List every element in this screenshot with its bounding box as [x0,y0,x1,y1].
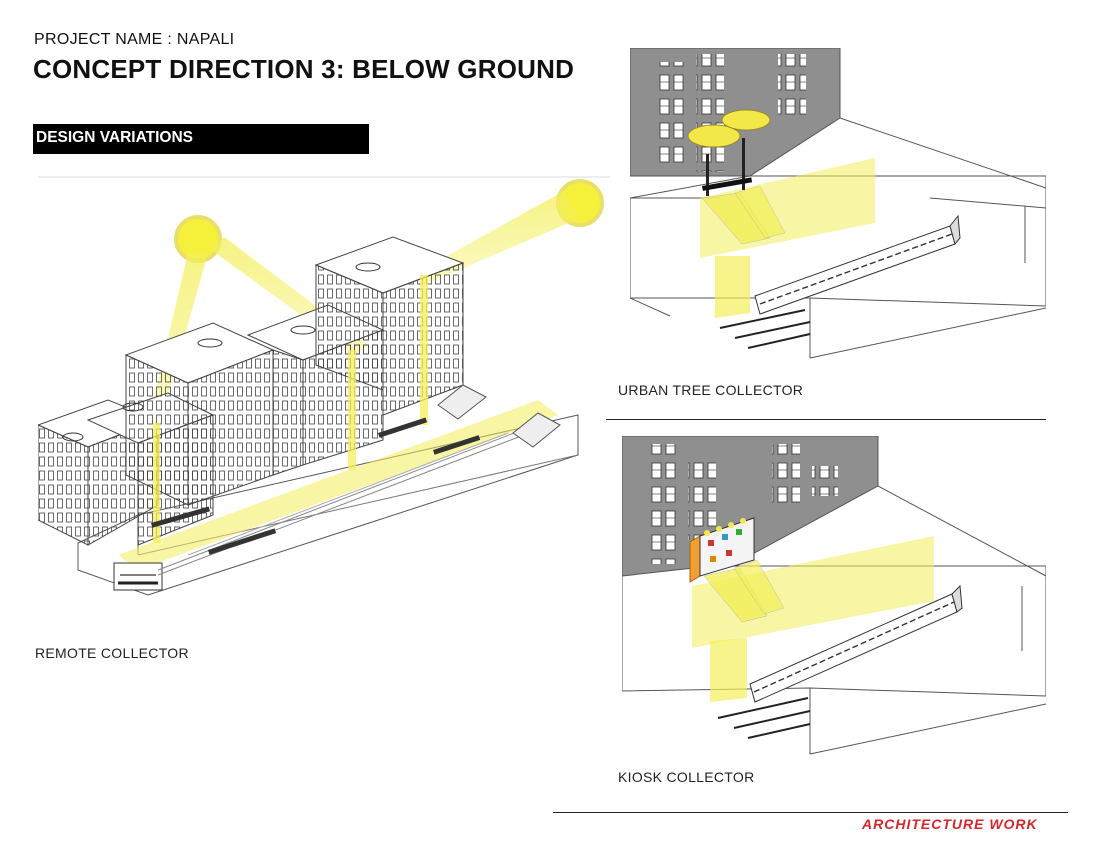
section-label: DESIGN VARIATIONS [36,129,194,146]
train-kiosk [749,584,963,703]
section-bar: DESIGN VARIATIONS [33,124,369,154]
remote-collector-illustration [38,176,610,596]
urban-tree-illustration [630,48,1046,359]
caption-kiosk-collector: KIOSK COLLECTOR [618,769,755,785]
divider-footer [553,812,1068,813]
beam-right [420,191,578,283]
tree-canopy-left [687,124,741,148]
kiosk [689,517,755,583]
caption-remote-collector: REMOTE COLLECTOR [35,645,189,661]
tree-canopy-right [721,109,771,131]
kiosk-collector-illustration [622,436,1046,755]
platform-glow-kiosk [692,536,934,648]
divider-urban [606,419,1046,420]
project-name: PROJECT NAME : NAPALI [34,31,235,48]
train [754,214,961,315]
tunnel-glow [118,400,558,570]
page-title: CONCEPT DIRECTION 3: BELOW GROUND [33,54,575,84]
brand-logo-text: ARCHITECTURE WORK [862,816,1038,832]
caption-urban-tree-collector: URBAN TREE COLLECTOR [618,382,804,398]
